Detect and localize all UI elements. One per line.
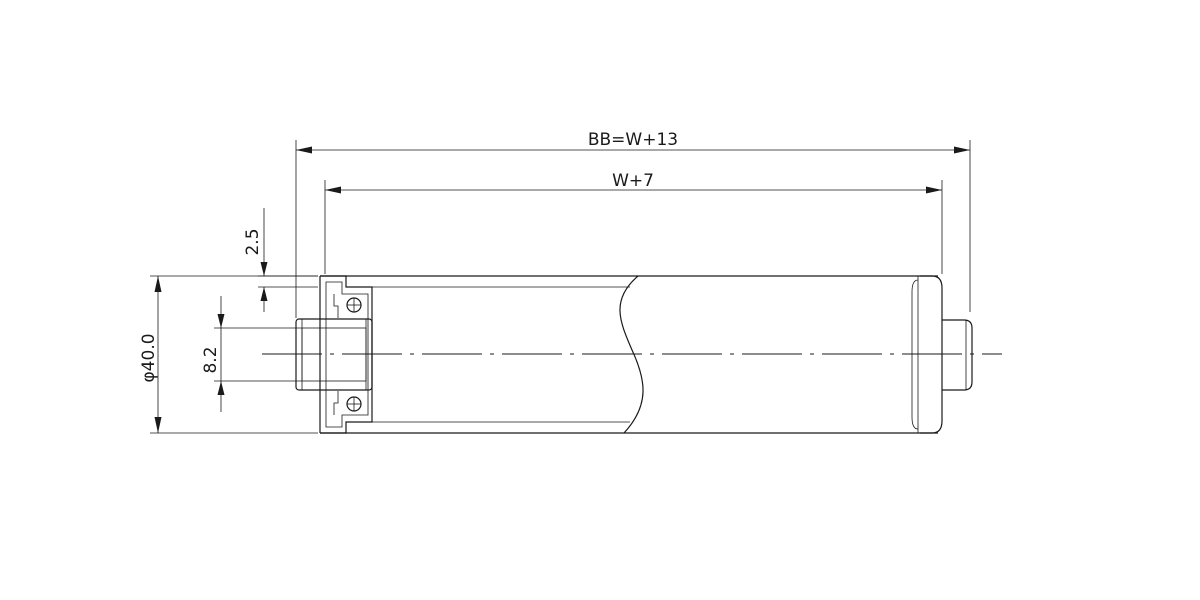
dimension-bore: 8.2 [201,296,302,412]
dimension-label-overall: BB=W+13 [588,130,678,150]
dimension-overall-length: BB=W+13 [295,130,971,318]
dimension-label-tube: W+7 [612,171,654,191]
dimension-diameter: φ40.0 [139,275,318,434]
right-shaft-stub [942,319,973,391]
dimension-label-offset: 2.5 [243,228,263,255]
dimension-label-bore: 8.2 [201,346,221,373]
roller-body [319,275,943,434]
dimension-tube-length: W+7 [324,171,943,274]
dimension-label-diameter: φ40.0 [139,333,159,382]
left-bearing-housing [295,275,373,434]
dimension-flange-offset: 2.5 [243,208,318,312]
